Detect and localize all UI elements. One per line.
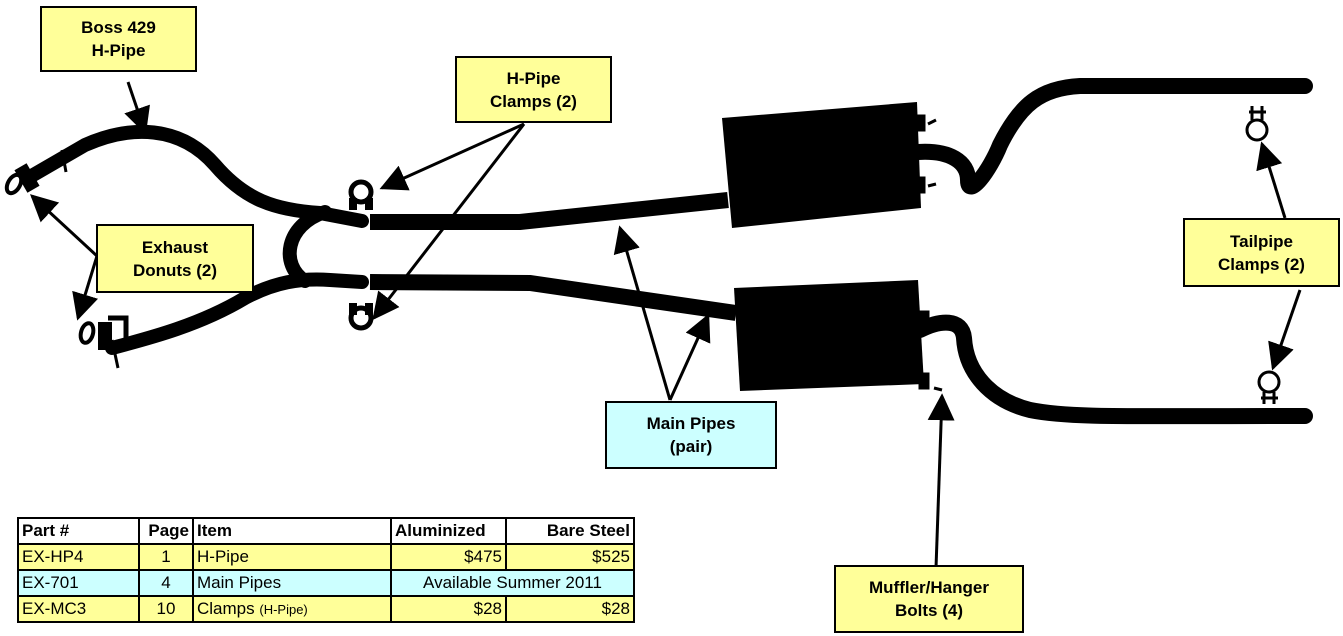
col-header-aluminized: Aluminized xyxy=(390,517,507,545)
callout-tailpipe-clamps: Tailpipe Clamps (2) xyxy=(1183,218,1340,287)
cell-item: H-Pipe xyxy=(192,543,392,571)
h-pipe-clamp-bottom xyxy=(348,303,374,331)
cell-part: EX-HP4 xyxy=(17,543,140,571)
callout-h-pipe-clamps: H-Pipe Clamps (2) xyxy=(455,56,612,123)
callout-donuts-line-2: Donuts (2) xyxy=(132,260,218,280)
callout-clamps-line-1: H-Pipe xyxy=(506,68,561,88)
callout-clamps-line-2: Clamps (2) xyxy=(490,91,577,111)
callout-boss-429-h-pipe: Boss 429 H-Pipe xyxy=(40,6,197,72)
callout-exhaust-donuts: Exhaust Donuts (2) xyxy=(96,224,254,293)
cell-bare-steel: $28 xyxy=(505,595,635,623)
h-pipe-hanger-bottom-2 xyxy=(110,339,120,369)
cell-aluminized: $28 xyxy=(390,595,507,623)
exhaust-donut-top xyxy=(4,172,24,196)
cell-part: EX-MC3 xyxy=(17,595,140,623)
tailpipe-clamp-top xyxy=(1245,106,1269,142)
exhaust-donut-bottom xyxy=(78,321,96,345)
callout-donuts-line-1: Exhaust xyxy=(141,237,209,257)
cell-bare-steel: $525 xyxy=(505,543,635,571)
callout-main-line-2: (pair) xyxy=(669,437,713,456)
leader-arrows xyxy=(30,81,1302,569)
cell-item-label: Clamps xyxy=(197,599,255,618)
col-header-bare-steel: Bare Steel xyxy=(505,517,635,545)
callout-muffler-hanger-bolts: Muffler/Hanger Bolts (4) xyxy=(834,565,1024,633)
h-pipe-hanger-bottom xyxy=(108,315,129,338)
table-row: EX-MC3 10 Clamps (H-Pipe) $28 $28 xyxy=(17,595,635,623)
muffler-top xyxy=(722,102,921,228)
tailpipes xyxy=(910,78,1313,425)
table-header-row: Part # Page Item Aluminized Bare Steel xyxy=(17,517,635,545)
cell-item-note: (H-Pipe) xyxy=(259,602,308,617)
callout-main-line-1: Main Pipes xyxy=(646,414,736,433)
callout-tailpipe-line-2: Clamps (2) xyxy=(1218,254,1305,274)
h-pipe-clamp-top xyxy=(348,179,374,210)
col-header-item: Item xyxy=(192,517,392,545)
cell-aluminized: $475 xyxy=(390,543,507,571)
cell-part: EX-701 xyxy=(17,569,140,597)
col-header-page: Page xyxy=(138,517,194,545)
tailpipe-clamp-bottom xyxy=(1257,370,1281,404)
callout-bolts-line-1: Muffler/Hanger xyxy=(869,578,989,597)
h-pipe-flange-left-bottom xyxy=(98,322,112,350)
table-row: EX-HP4 1 H-Pipe $475 $525 xyxy=(17,543,635,571)
callout-tailpipe-line-1: Tailpipe xyxy=(1230,231,1293,251)
callout-boss-line-2: H-Pipe xyxy=(91,41,146,60)
h-pipe xyxy=(21,124,369,355)
callout-boss-line-1: Boss 429 xyxy=(81,18,156,37)
cell-item: Clamps (H-Pipe) xyxy=(192,595,392,623)
callout-bolts-line-2: Bolts (4) xyxy=(895,601,963,620)
cell-page: 1 xyxy=(138,543,194,571)
cell-page: 4 xyxy=(138,569,194,597)
h-pipe-flange-left-top xyxy=(14,163,40,193)
parts-price-table: Part # Page Item Aluminized Bare Steel E… xyxy=(17,517,635,623)
muffler-bottom xyxy=(734,280,924,391)
cell-item: Main Pipes xyxy=(192,569,392,597)
col-header-part: Part # xyxy=(17,517,140,545)
cell-page: 10 xyxy=(138,595,194,623)
table-row: EX-701 4 Main Pipes Available Summer 201… xyxy=(17,569,635,597)
callout-main-pipes: Main Pipes (pair) xyxy=(605,401,777,469)
main-pipes xyxy=(369,192,738,321)
h-pipe-hanger-top xyxy=(60,149,68,173)
cell-availability: Available Summer 2011 xyxy=(390,569,635,597)
